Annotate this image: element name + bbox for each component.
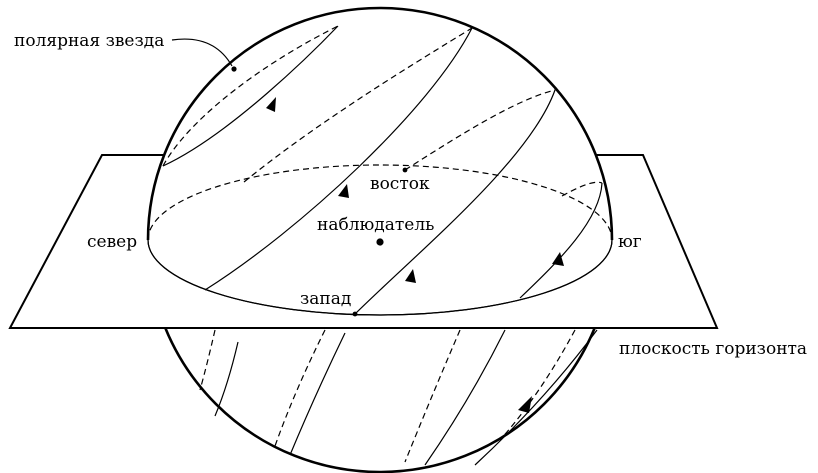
horizon-front-edge xyxy=(147,239,613,316)
lower-daily-circle-2-solid xyxy=(289,332,346,456)
upper-hemisphere xyxy=(146,6,614,316)
lower-hemisphere xyxy=(164,328,598,473)
circumpolar-circle-back xyxy=(162,25,339,167)
upper-hemisphere-outline xyxy=(146,6,614,241)
east-label: восток xyxy=(370,174,430,194)
lower-daily-circle-4-dashed xyxy=(499,329,576,441)
lower-daily-circle-3-dashed xyxy=(404,329,461,463)
east-point xyxy=(402,167,408,173)
daily-circle-2-dashed xyxy=(243,27,473,183)
polar-star-pointer xyxy=(171,38,233,67)
observer-label: наблюдатель xyxy=(317,215,434,235)
direction-arrow-2 xyxy=(338,184,349,198)
north-label: север xyxy=(87,232,137,252)
lower-daily-circle-1-dashed xyxy=(199,329,216,391)
daily-circle-2-solid xyxy=(204,27,473,291)
upper-hemisphere-fill xyxy=(148,8,612,315)
lower-daily-circle-2-dashed xyxy=(274,329,326,447)
daily-circle-4-dashed xyxy=(561,181,603,197)
polar-star-label: полярная звезда xyxy=(14,31,164,51)
west-label: запад xyxy=(300,289,351,309)
horizon-plane-label: плоскость горизонта xyxy=(619,339,807,359)
observer-point xyxy=(376,238,384,246)
direction-arrow-3 xyxy=(405,269,416,283)
direction-arrow-4 xyxy=(552,252,564,266)
polar-star-point xyxy=(231,66,237,72)
lower-daily-circle-1-solid xyxy=(214,341,239,417)
daily-circle-3-dashed xyxy=(404,89,556,171)
west-point xyxy=(352,311,358,317)
direction-arrow-1 xyxy=(266,97,276,112)
daily-circle-4-solid xyxy=(519,182,603,299)
circumpolar-circle-front xyxy=(162,25,339,167)
lower-daily-circle-3-solid xyxy=(424,329,506,466)
direction-arrow-lower xyxy=(518,396,532,413)
lower-daily-circle-4-solid xyxy=(474,329,598,466)
daily-circle-3-solid xyxy=(354,89,556,315)
south-label: юг xyxy=(618,232,642,252)
